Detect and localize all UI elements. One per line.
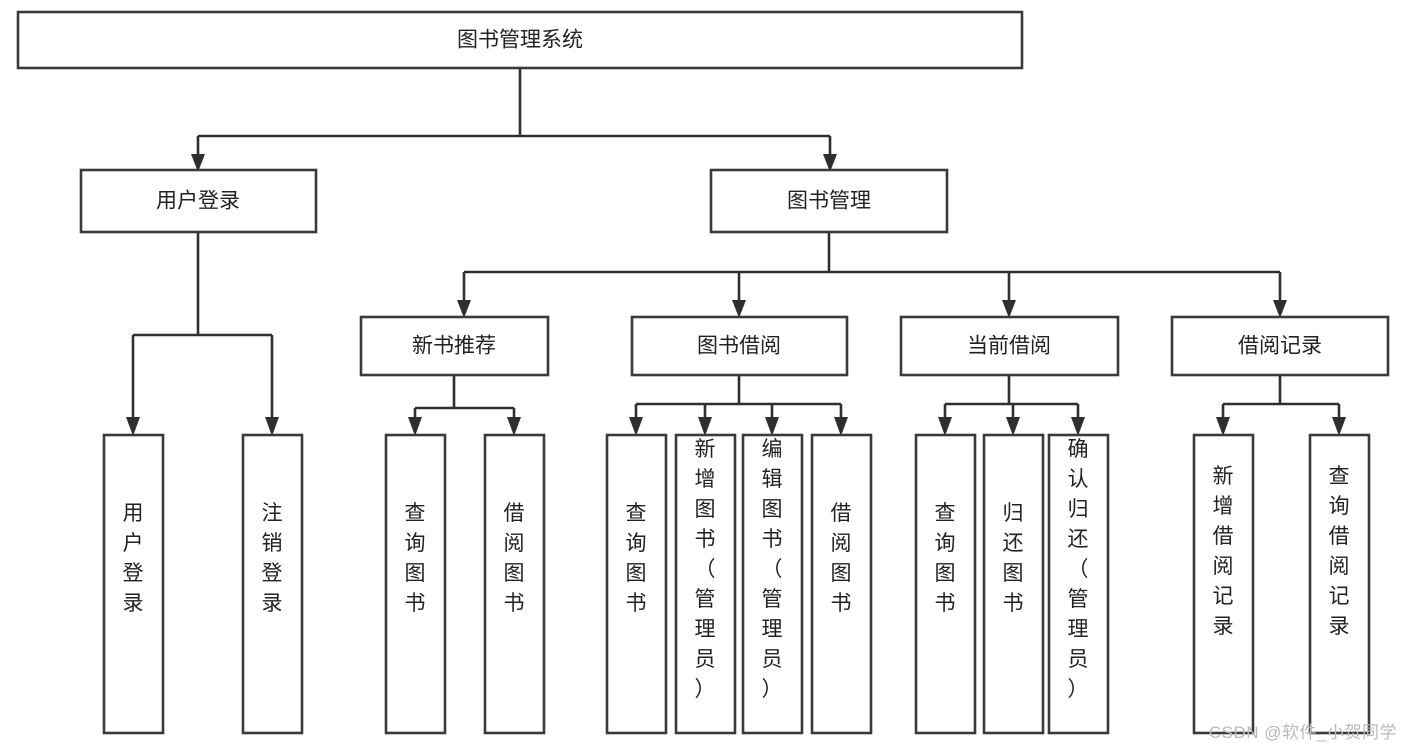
- leaf-box[interactable]: [1047, 433, 1110, 735]
- node-user-login[interactable]: 用户登录: [79, 168, 318, 234]
- leaf-label: 用户登录: [123, 502, 144, 615]
- edge-root-to-bus: [196, 68, 832, 162]
- leaf-node[interactable]: 借阅图书: [810, 433, 873, 735]
- current-borrow-box[interactable]: [899, 315, 1120, 377]
- leaf-node[interactable]: 查询图书: [914, 433, 977, 735]
- leaf-node[interactable]: 用户登录: [102, 433, 165, 735]
- arrow-userlogin-leaf-0: [126, 417, 140, 436]
- leaf-box[interactable]: [741, 433, 804, 735]
- leaf-box[interactable]: [1192, 433, 1255, 735]
- arrow-borrowrecord-leaf-1: [1332, 417, 1346, 436]
- leaf-box[interactable]: [810, 433, 873, 735]
- arrow-to-borrow-record: [1273, 300, 1287, 318]
- leaf-node[interactable]: 确认归还（管理员）: [1047, 433, 1110, 735]
- leaf-node[interactable]: 编辑图书（管理员）: [741, 433, 804, 735]
- node-current-borrow[interactable]: 当前借阅: [899, 315, 1120, 377]
- leaf-node[interactable]: 查询图书: [605, 433, 668, 735]
- arrow-currentborrow-leaf-1: [1006, 417, 1020, 436]
- arrow-bookborrow-leaf-3: [834, 417, 848, 436]
- arrow-to-book-borrow: [732, 300, 746, 318]
- borrow-record-label: 借阅记录: [1238, 335, 1322, 358]
- leaf-box[interactable]: [384, 433, 447, 735]
- edges-layer: [126, 68, 1346, 436]
- leaf-box[interactable]: [914, 433, 977, 735]
- leaf-node[interactable]: 借阅图书: [483, 433, 546, 735]
- leaf-node[interactable]: 新增借阅记录: [1192, 433, 1255, 735]
- new-book-recommend-label: 新书推荐: [412, 335, 496, 358]
- edge-bookmanage-to-bus: [462, 232, 1282, 308]
- arrow-currentborrow-leaf-2: [1071, 417, 1085, 436]
- book-manage-box[interactable]: [709, 168, 949, 234]
- book-borrow-box[interactable]: [630, 315, 849, 377]
- leaf-box[interactable]: [605, 433, 668, 735]
- arrow-newbook-leaf-0: [408, 417, 422, 436]
- leaf-label: 查询图书: [626, 502, 647, 615]
- leaf-label: 借阅图书: [504, 502, 525, 615]
- arrow-currentborrow-leaf-0: [938, 417, 952, 436]
- arrow-bookborrow-leaf-0: [629, 417, 643, 436]
- leaf-box[interactable]: [241, 433, 304, 735]
- leaf-label: 新增借阅记录: [1213, 465, 1234, 638]
- arrow-bookborrow-leaf-2: [765, 417, 779, 436]
- current-borrow-label: 当前借阅: [967, 335, 1051, 358]
- leaf-box[interactable]: [1308, 433, 1371, 735]
- edge-bookborrow-to-leaves: [634, 375, 843, 426]
- arrow-newbook-leaf-1: [507, 417, 521, 436]
- leaf-label: 新增图书（管理员）: [695, 438, 716, 701]
- user-login-label: 用户登录: [156, 190, 240, 213]
- leaf-label: 查询图书: [405, 502, 426, 615]
- leaf-label: 注销登录: [262, 502, 283, 615]
- edge-currentborrow-to-leaves: [943, 375, 1080, 426]
- root-label: 图书管理系统: [457, 29, 583, 52]
- leaf-label: 借阅图书: [831, 502, 852, 615]
- leaf-node[interactable]: 注销登录: [241, 433, 304, 735]
- node-new-book-recommend[interactable]: 新书推荐: [359, 315, 550, 377]
- leaf-box[interactable]: [982, 433, 1045, 735]
- arrow-to-new-book: [457, 300, 471, 318]
- leaf-box[interactable]: [674, 433, 737, 735]
- leaf-label: 归还图书: [1003, 502, 1024, 615]
- arrow-borrowrecord-leaf-0: [1216, 417, 1230, 436]
- node-book-manage[interactable]: 图书管理: [709, 168, 949, 234]
- edge-borrowrecord-to-leaves: [1221, 375, 1341, 426]
- leaf-box[interactable]: [483, 433, 546, 735]
- arrow-userlogin-leaf-1: [265, 417, 279, 436]
- arrow-to-book-manage: [823, 154, 837, 172]
- root-box[interactable]: [16, 10, 1024, 70]
- edge-newbook-to-leaves: [413, 375, 516, 426]
- user-login-box[interactable]: [79, 168, 318, 234]
- new-book-recommend-box[interactable]: [359, 315, 550, 377]
- node-root[interactable]: 图书管理系统: [16, 10, 1024, 70]
- leaf-node[interactable]: 新增图书（管理员）: [674, 433, 737, 735]
- arrow-to-current-borrow: [1002, 300, 1016, 318]
- node-borrow-record[interactable]: 借阅记录: [1170, 315, 1390, 377]
- arrow-bookborrow-leaf-1: [698, 417, 712, 436]
- node-book-borrow[interactable]: 图书借阅: [630, 315, 849, 377]
- leaf-label: 确认归还（管理员）: [1068, 438, 1089, 701]
- book-borrow-label: 图书借阅: [697, 335, 781, 358]
- leaf-label: 编辑图书（管理员）: [762, 438, 783, 701]
- book-manage-label: 图书管理: [787, 190, 871, 213]
- leaf-node[interactable]: 查询借阅记录: [1308, 433, 1371, 735]
- leaf-node[interactable]: 归还图书: [982, 433, 1045, 735]
- leaf-label: 查询图书: [935, 502, 956, 615]
- leaf-box[interactable]: [102, 433, 165, 735]
- edge-userlogin-to-leaves: [131, 232, 274, 426]
- arrow-to-user-login: [191, 154, 205, 172]
- leaf-node[interactable]: 查询图书: [384, 433, 447, 735]
- leaf-label: 查询借阅记录: [1329, 465, 1350, 638]
- borrow-record-box[interactable]: [1170, 315, 1390, 377]
